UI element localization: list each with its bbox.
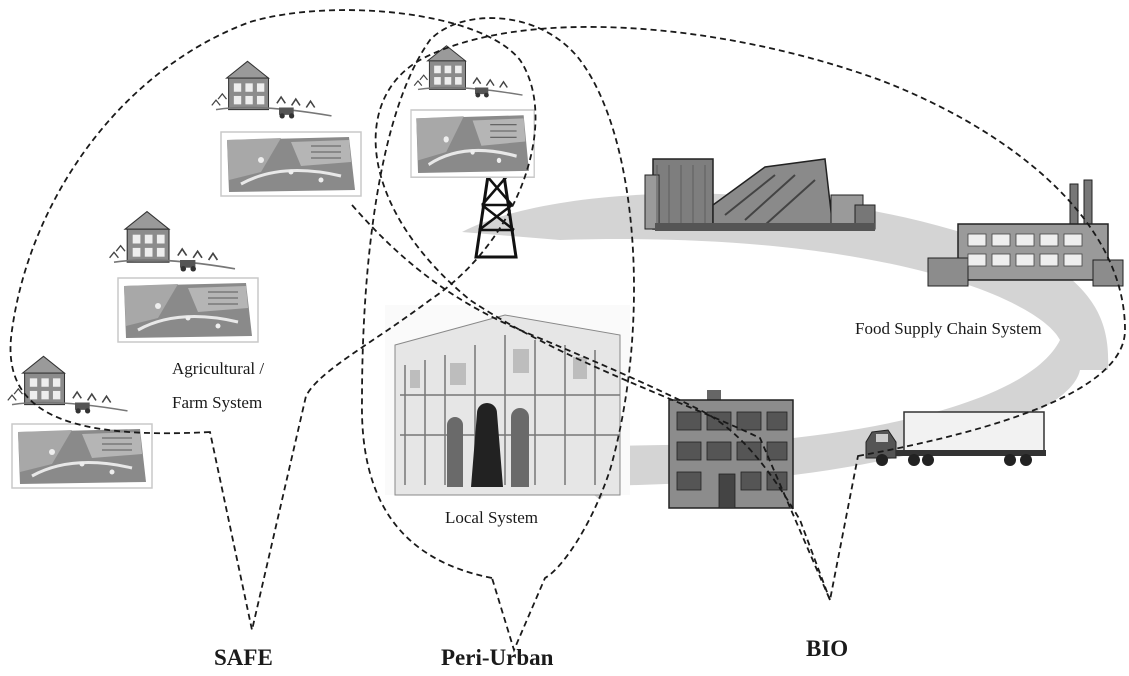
farm-field-icon [409,108,536,179]
safe-boundary [9,9,537,631]
store-building-icon [668,390,794,509]
farm-group-bottom-left [7,355,154,490]
farm-icon [108,210,236,273]
peri-urban-label: Peri-Urban [441,645,554,670]
agricultural-label-line1: Agricultural / [172,359,265,378]
factory-icon [927,179,1124,287]
farm-group-middle-left [108,210,260,344]
farm-group-top-middle [409,44,536,179]
bio-label: BIO [806,636,849,661]
local-system-label: Local System [445,508,539,527]
farm-field-icon [219,130,363,198]
truck-icon [865,411,1046,466]
farm-icon [211,60,333,120]
agricultural-system-label: Agricultural / Farm System [172,352,264,420]
boundary-crossing-line [351,204,831,601]
farm-field-icon [116,276,260,344]
food-supply-chain-label: Food Supply Chain System [855,319,1042,338]
safe-label: SAFE [214,645,273,670]
agricultural-label-line2: Farm System [172,393,263,412]
farm-group-top-left [211,60,363,198]
farm-icon [7,355,129,415]
peri-urban-boundary [361,17,635,653]
processing-plant-icon [644,158,876,231]
town-street-icon [385,305,630,496]
farm-icon [413,44,524,99]
bio-boundary [374,26,1126,604]
farm-field-icon [10,422,154,490]
